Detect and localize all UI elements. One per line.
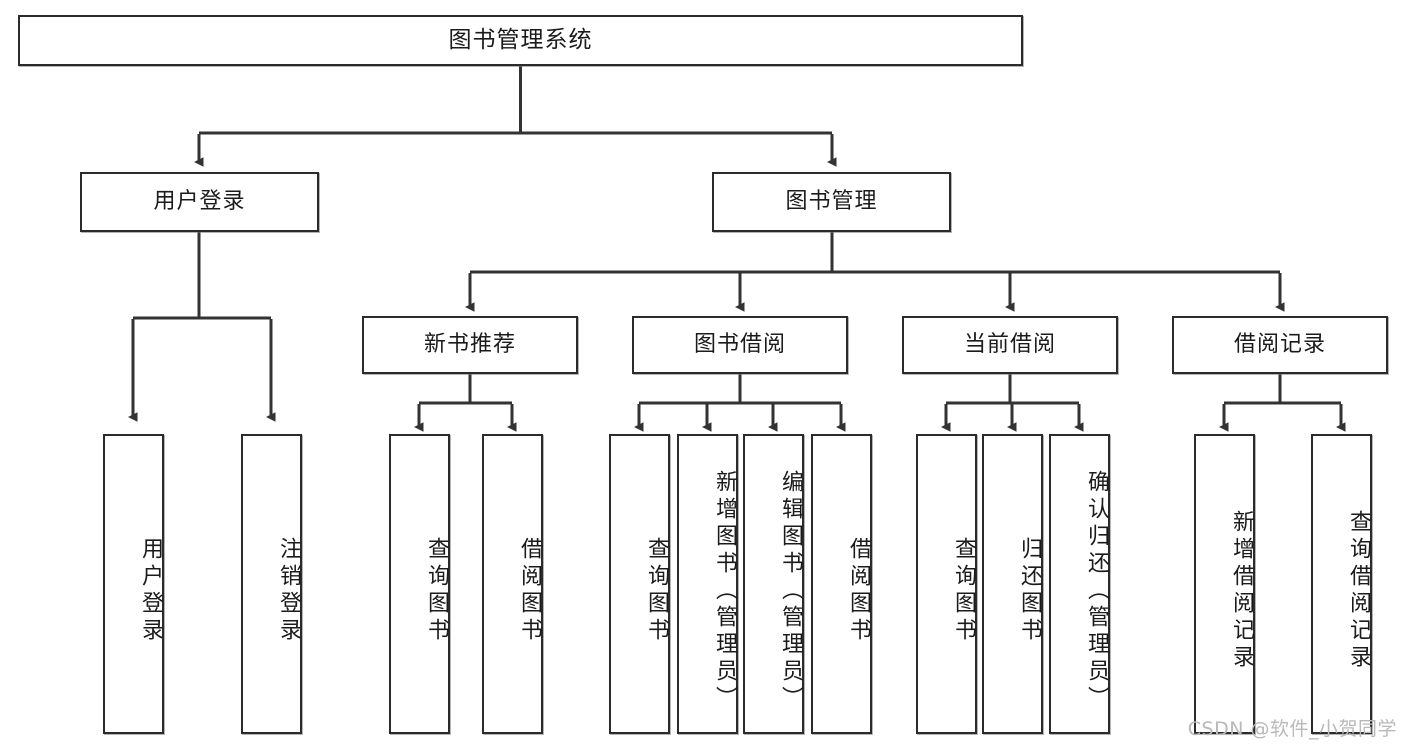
node-label: 查询借阅记录 [1346, 510, 1371, 672]
node-current-borrow[interactable]: 当前借阅 [902, 316, 1118, 374]
leaf-borrow-book-new-recommend[interactable]: 借阅图书 [482, 434, 543, 734]
node-label: 借阅图书 [846, 537, 871, 645]
node-label: 图书借阅 [693, 332, 786, 357]
leaf-query-borrow-record[interactable]: 查询借阅记录 [1311, 434, 1372, 734]
leaf-edit-book-admin[interactable]: 编辑图书（管理员） [743, 434, 804, 734]
node-label: 编辑图书（管理员） [778, 469, 803, 713]
node-root-book-management-system[interactable]: 图书管理系统 [18, 15, 1023, 66]
node-label: 查询图书 [951, 537, 976, 645]
node-new-book-recommend[interactable]: 新书推荐 [362, 316, 578, 374]
leaf-query-book-current[interactable]: 查询图书 [916, 434, 977, 734]
node-label: 借阅记录 [1233, 332, 1326, 357]
node-label: 查询图书 [424, 537, 449, 645]
node-label: 查询图书 [644, 537, 669, 645]
leaf-borrow-book[interactable]: 借阅图书 [811, 434, 872, 734]
node-label: 确认归还（管理员） [1084, 469, 1109, 713]
node-label: 新增图书（管理员） [712, 469, 737, 713]
node-label: 图书管理 [785, 189, 878, 214]
leaf-return-book[interactable]: 归还图书 [982, 434, 1043, 734]
node-label: 归还图书 [1017, 537, 1042, 645]
node-label: 借阅图书 [517, 537, 542, 645]
node-label: 图书管理系统 [448, 27, 593, 53]
leaf-add-book-admin[interactable]: 新增图书（管理员） [677, 434, 738, 734]
node-label: 当前借阅 [963, 332, 1056, 357]
leaf-user-logout[interactable]: 注销登录 [241, 434, 302, 734]
node-label: 注销登录 [276, 537, 301, 645]
node-label: 新增借阅记录 [1229, 510, 1254, 672]
leaf-user-login[interactable]: 用户登录 [103, 434, 164, 734]
node-book-management[interactable]: 图书管理 [712, 172, 951, 232]
node-user-login[interactable]: 用户登录 [80, 172, 319, 232]
node-label: 用户登录 [138, 537, 163, 645]
leaf-query-book-new-recommend[interactable]: 查询图书 [389, 434, 450, 734]
leaf-confirm-return-admin[interactable]: 确认归还（管理员） [1049, 434, 1110, 734]
node-label: 用户登录 [153, 189, 246, 214]
leaf-add-borrow-record[interactable]: 新增借阅记录 [1194, 434, 1255, 734]
node-borrow-record[interactable]: 借阅记录 [1172, 316, 1388, 374]
leaf-query-book-borrow[interactable]: 查询图书 [609, 434, 670, 734]
node-book-borrow[interactable]: 图书借阅 [632, 316, 848, 374]
watermark-text: CSDN @软件_小贺同学 [1187, 718, 1397, 740]
node-label: 新书推荐 [423, 332, 516, 357]
